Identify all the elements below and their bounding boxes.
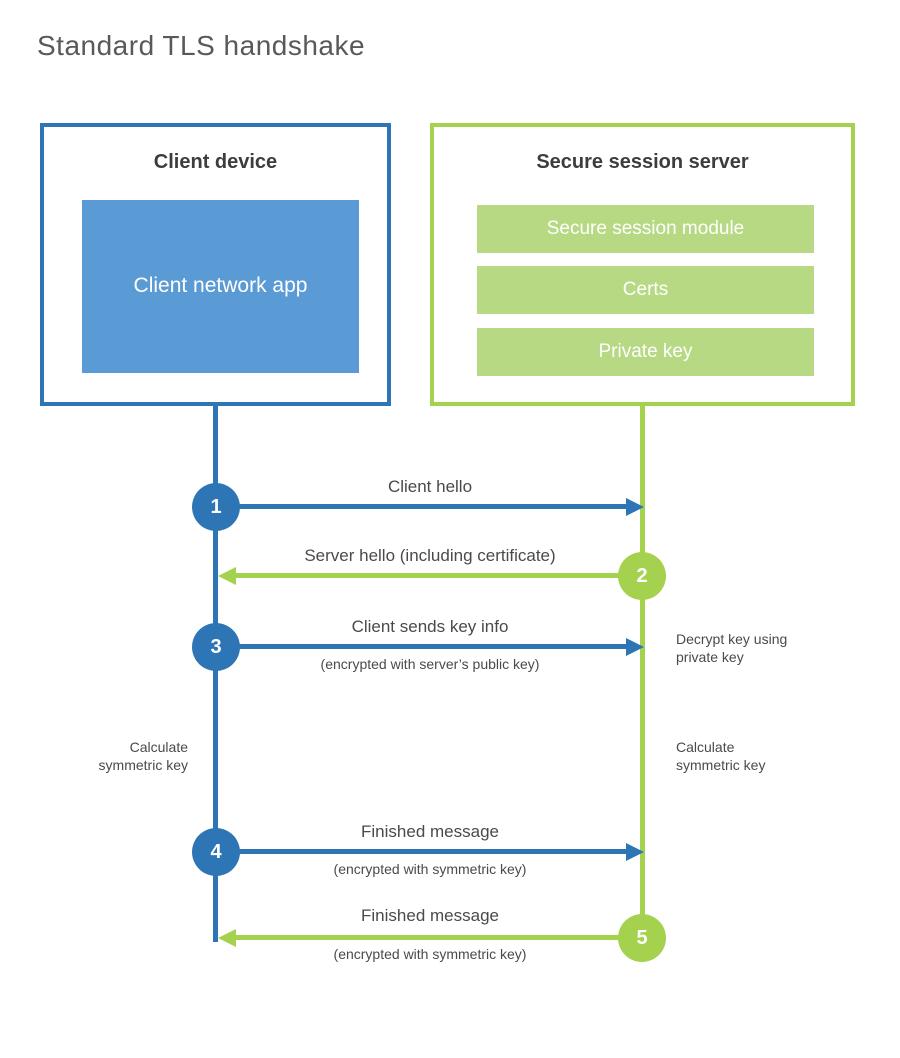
server-module-bar: Private key	[477, 328, 814, 376]
private-key-label: Private key	[598, 341, 693, 362]
step-circle-4: 4	[192, 828, 240, 876]
server-lifeline	[640, 402, 645, 938]
step-circle-5: 5	[618, 914, 666, 962]
arrow-finished-server	[236, 935, 642, 940]
client-network-app-label: Client network app	[133, 274, 308, 298]
message-label-finished-client: Finished message	[361, 822, 499, 841]
step-circle-3: 3	[192, 623, 240, 671]
arrowhead-left-icon	[218, 567, 236, 585]
client-device-box: Client device Client network app	[40, 123, 391, 406]
note-decrypt-key: Decrypt key using private key	[676, 631, 788, 665]
step-circle-1: 1	[192, 483, 240, 531]
secure-session-server-box: Secure session server Secure session mod…	[430, 123, 855, 406]
arrow-finished-client	[216, 849, 626, 854]
client-device-heading: Client device	[153, 151, 278, 173]
arrowhead-right-icon	[626, 843, 644, 861]
step-circle-2: 2	[618, 552, 666, 600]
message-label-client-hello: Client hello	[387, 477, 473, 496]
note-calculate-symmetric-key-server: Calculate symmetric key	[676, 739, 766, 773]
message-label-finished-server: Finished message	[361, 906, 499, 925]
arrowhead-right-icon	[626, 638, 644, 656]
secure-session-module-label: Secure session module	[546, 218, 745, 239]
secure-session-server-heading: Secure session server	[536, 151, 749, 173]
message-label-server-hello: Server hello (including certificate)	[304, 546, 556, 565]
message-sub-finished-client: (encrypted with symmetric key)	[333, 861, 527, 877]
arrowhead-left-icon	[218, 929, 236, 947]
page-title: Standard TLS handshake	[37, 30, 366, 61]
server-module-bar: Secure session module	[477, 205, 814, 253]
client-lifeline	[213, 402, 218, 942]
arrowhead-right-icon	[626, 498, 644, 516]
arrow-key-info	[216, 644, 626, 649]
arrow-client-hello	[216, 504, 626, 509]
message-sub-finished-server: (encrypted with symmetric key)	[333, 946, 527, 962]
client-network-app-box: Client network app	[82, 200, 359, 373]
certs-label: Certs	[622, 279, 669, 300]
note-calculate-symmetric-key-client: Calculate symmetric key	[98, 739, 188, 773]
arrow-server-hello	[236, 573, 642, 578]
message-label-key-info: Client sends key info	[351, 617, 509, 636]
message-sub-key-info: (encrypted with server’s public key)	[320, 656, 540, 672]
server-module-bar: Certs	[477, 266, 814, 314]
